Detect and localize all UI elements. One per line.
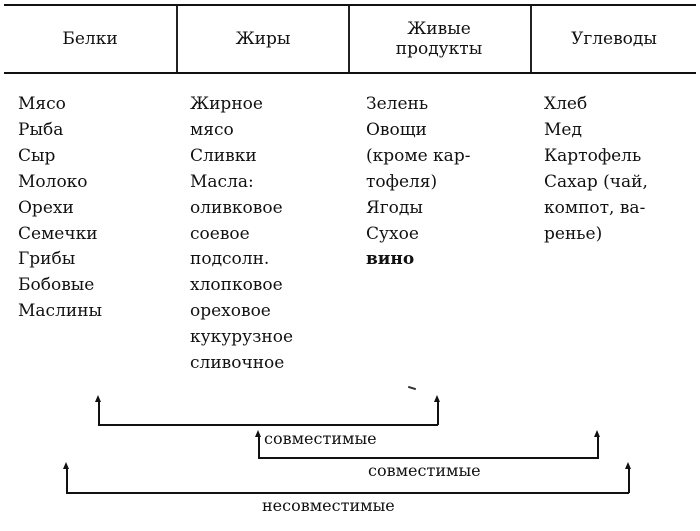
list-item: Ягоды [366, 197, 423, 218]
list-item: Хлеб [544, 94, 588, 114]
list-item: Сахар (чай, [544, 171, 648, 192]
table-header-bottom-rule [4, 72, 696, 74]
header-live-foods-line-2: продукты [395, 39, 483, 59]
list-item: компот, ва- [544, 197, 646, 218]
header-proteins: Белки [4, 6, 176, 72]
list-item: Масла: [190, 171, 254, 192]
list-item: Сыр [18, 145, 56, 166]
bracket-label: совместимые [264, 429, 377, 448]
bracket-tick [66, 468, 68, 493]
arrow-up-icon [255, 430, 261, 437]
list-item: Рыба [18, 119, 64, 140]
header-carbohydrates: Углеводы [532, 6, 696, 72]
bracket-tick [98, 401, 100, 425]
header-fats-label: Жиры [235, 29, 291, 49]
column-fats: Жирное мясо Сливки Масла: оливковое соев… [190, 92, 293, 377]
column-carbohydrates: Хлеб Мед Картофель Сахар (чай, компот, в… [544, 92, 648, 247]
bracket-line [98, 424, 438, 426]
list-item: мясо [190, 119, 234, 140]
list-item: Маслины [18, 301, 103, 322]
list-item: Мясо [18, 94, 66, 114]
list-item: кукурузное [190, 327, 294, 348]
header-live-foods-line-1: Живые [407, 19, 471, 39]
arrow-up-icon [594, 430, 600, 437]
list-item: сливочное [190, 353, 285, 374]
arrow-up-icon [63, 462, 69, 469]
arrow-up-icon [434, 395, 440, 402]
list-item: Грибы [18, 249, 76, 270]
header-carbohydrates-label: Углеводы [571, 29, 657, 49]
header-live-foods: Живые продукты [350, 6, 528, 72]
arrow-up-icon [95, 395, 101, 402]
list-item: Сухое [366, 223, 419, 244]
list-item: Семечки [18, 223, 98, 244]
header-separator-3 [530, 6, 532, 72]
header-separator-1 [176, 6, 178, 72]
header-proteins-label: Белки [62, 29, 118, 49]
list-item: вино [366, 249, 415, 270]
list-item: Сливки [190, 145, 257, 166]
bracket-tick [597, 436, 599, 458]
arrow-up-icon [625, 462, 631, 469]
list-item: оливковое [190, 197, 283, 218]
bracket-label: несовместимые [262, 496, 395, 515]
bracket-tick [258, 436, 260, 458]
list-item: тофеля) [366, 171, 438, 192]
list-item: Зелень [366, 94, 429, 114]
table-top-rule [4, 4, 696, 6]
list-item: Молоко [18, 171, 88, 192]
bracket-tick [628, 468, 630, 493]
list-item: Жирное [190, 94, 263, 114]
list-item: соевое [190, 223, 250, 244]
bracket-tick [437, 401, 439, 425]
bracket-label: совместимые [368, 461, 481, 480]
list-item: хлопковое [190, 275, 283, 296]
header-separator-2 [348, 6, 350, 72]
list-item: (кроме кар- [366, 145, 471, 166]
list-item: Бобовые [18, 275, 95, 296]
list-item: ренье) [544, 223, 603, 244]
list-item: подсолн. [190, 249, 270, 270]
list-item: Орехи [18, 197, 74, 218]
list-item: Картофель [544, 145, 642, 166]
list-item: Овощи [366, 119, 427, 140]
list-item: ореховое [190, 301, 271, 322]
bracket-line [258, 457, 599, 459]
list-item: Мед [544, 119, 582, 140]
header-fats: Жиры [178, 6, 348, 72]
column-proteins: Мясо Рыба Сыр Молоко Орехи Семечки Грибы… [18, 92, 102, 325]
column-live-foods: Зелень Овощи (кроме кар- тофеля) Ягоды С… [366, 92, 470, 273]
bracket-line [66, 492, 629, 494]
print-speck [407, 385, 417, 391]
